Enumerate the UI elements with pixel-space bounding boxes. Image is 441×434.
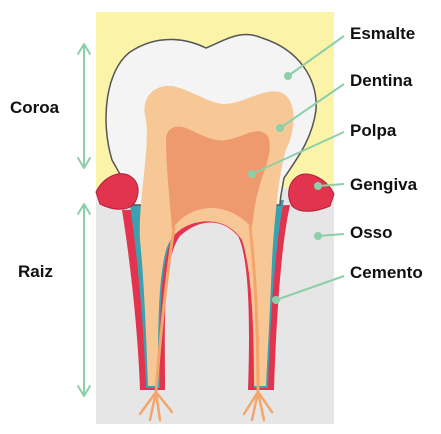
label-esmalte: Esmalte [350,24,415,43]
label-osso: Osso [350,223,393,242]
label-coroa: Coroa [10,98,60,117]
crown-range-arrow [78,44,90,168]
label-dentina: Dentina [350,71,413,90]
root-range-arrow [78,204,90,396]
label-raiz: Raiz [18,262,53,281]
label-gengiva: Gengiva [350,175,418,194]
label-polpa: Polpa [350,121,397,140]
label-cemento: Cemento [350,263,423,282]
